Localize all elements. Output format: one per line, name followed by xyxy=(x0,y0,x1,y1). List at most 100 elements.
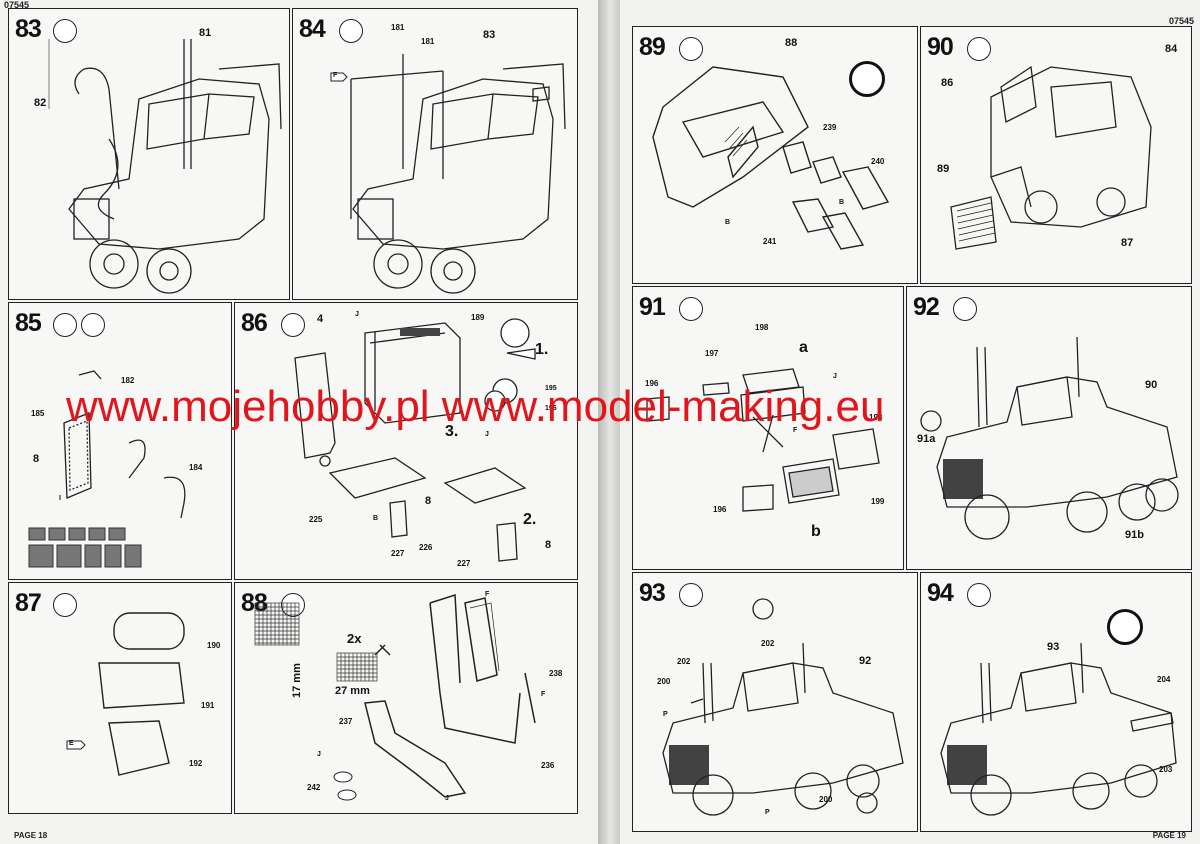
glue-icon xyxy=(53,313,77,337)
part-label: 197 xyxy=(705,349,719,358)
part-label: 87 xyxy=(1121,237,1134,249)
page-code-left: 07545 xyxy=(4,0,30,10)
glue-icon xyxy=(281,593,305,617)
part-label: 8 xyxy=(545,539,552,551)
part-label: 181 xyxy=(391,23,405,32)
step-91-panel: 91 198 197 196 198 196 199 a b J F xyxy=(632,286,904,570)
clock-icon xyxy=(1107,609,1143,645)
part-label: 202 xyxy=(761,639,775,648)
step-90-panel: 90 84 86 89 87 xyxy=(920,26,1192,284)
step-number: 86 xyxy=(241,309,268,337)
tag-label: P xyxy=(765,809,770,816)
glue-icon xyxy=(679,297,703,321)
part-label: 91a xyxy=(917,433,936,445)
part-label: 83 xyxy=(483,29,496,41)
assembled-truck-drawing xyxy=(920,336,1179,540)
sleeper-cab-drawing xyxy=(294,318,536,562)
paint-icon xyxy=(81,313,105,337)
part-label: 196 xyxy=(645,379,659,388)
tag-label: P xyxy=(663,711,668,718)
glue-icon xyxy=(953,297,977,321)
step-number: 93 xyxy=(639,579,666,607)
tag-label: B xyxy=(839,199,845,206)
part-label: 239 xyxy=(823,123,837,132)
page-code-right: 07545 xyxy=(1168,16,1194,26)
tag-label: J xyxy=(445,795,449,802)
tag-label: F xyxy=(793,427,798,434)
step-number: 90 xyxy=(927,33,954,61)
page-number-right: PAGE 19 xyxy=(1152,831,1186,840)
part-label: 93 xyxy=(1047,641,1060,653)
part-label: 236 xyxy=(541,761,555,770)
watermark-text: www.mojehobby.pl www.model-making.eu xyxy=(66,382,885,431)
part-label: 198 xyxy=(869,413,883,422)
tag-label: F xyxy=(541,691,546,698)
hood-parts-drawing xyxy=(652,66,890,250)
tag-label: B xyxy=(373,515,379,522)
part-label: 240 xyxy=(871,157,885,166)
step-number: 94 xyxy=(927,579,954,607)
step-85-panel: 85 182 185 8 184 I xyxy=(8,302,232,580)
tag-label: J xyxy=(485,431,489,438)
tag-label: J xyxy=(317,751,321,758)
glue-icon xyxy=(339,19,363,43)
part-label: 200 xyxy=(657,677,671,686)
glue-icon xyxy=(967,583,991,607)
part-label: 89 xyxy=(937,163,950,175)
part-label: 202 xyxy=(677,657,691,666)
step-number: 89 xyxy=(639,33,666,61)
part-label: 192 xyxy=(189,759,203,768)
multiplier-label: 2x xyxy=(347,631,362,646)
step-84-panel: 84 181 181 83 F xyxy=(292,8,578,300)
step-87-panel: 87 190 191 192 E xyxy=(8,582,232,814)
step-86-panel: 86 4 189 225 226 227 227 8 8 1. 2. 3. 19… xyxy=(234,302,578,580)
step-92-panel: 92 90 91a 91b xyxy=(906,286,1192,570)
step-93-panel: 93 202 202 92 200 200 P P xyxy=(632,572,918,832)
light-parts-drawing xyxy=(646,368,880,512)
part-label: 189 xyxy=(471,313,485,322)
clock-icon xyxy=(849,61,885,97)
part-label: 90 xyxy=(1145,379,1158,391)
mirror-parts-drawing xyxy=(28,370,186,568)
truck-front-drawing xyxy=(950,65,1152,250)
step-note: 2. xyxy=(523,511,537,528)
step-number: 85 xyxy=(15,309,42,337)
glue-icon xyxy=(53,593,77,617)
truck-exhaust-drawing xyxy=(662,598,904,816)
part-label: 225 xyxy=(309,515,323,524)
book-gutter xyxy=(598,0,620,844)
page-18: 07545 PAGE 18 83 81 82 84 18 xyxy=(0,0,598,844)
glue-icon xyxy=(53,19,77,43)
part-label: 196 xyxy=(713,505,727,514)
step-number: 84 xyxy=(299,15,326,43)
step-number: 91 xyxy=(639,293,666,321)
truck-engine-drawing xyxy=(48,39,282,294)
part-label: 198 xyxy=(755,323,769,332)
dimension-label: 27 mm xyxy=(335,685,370,697)
glue-icon xyxy=(679,583,703,607)
part-label: 86 xyxy=(941,77,954,89)
step-88-panel: 88 2x 17 mm 27 mm 238 237 236 242 xyxy=(234,582,578,814)
part-label: 227 xyxy=(391,549,405,558)
step-number: 92 xyxy=(913,293,940,321)
tag-label: B xyxy=(725,219,731,226)
glue-icon xyxy=(281,313,305,337)
tank-parts-drawing xyxy=(66,612,185,776)
part-label: 200 xyxy=(819,795,833,804)
part-label: 238 xyxy=(549,669,563,678)
step-number: 87 xyxy=(15,589,42,617)
part-label: 4 xyxy=(317,313,324,325)
tag-label: I xyxy=(59,495,61,502)
sub-step-label: a xyxy=(799,339,808,356)
part-label: 81 xyxy=(199,27,212,39)
step-note: 1. xyxy=(535,341,549,358)
part-label: 8 xyxy=(425,495,432,507)
part-label: 203 xyxy=(1159,765,1173,774)
tag-label: J xyxy=(833,373,837,380)
part-label: 182 xyxy=(121,376,135,385)
step-number: 83 xyxy=(15,15,42,43)
part-label: 92 xyxy=(859,655,872,667)
tag-label: E xyxy=(69,740,74,747)
part-label: 226 xyxy=(419,543,433,552)
part-label: 8 xyxy=(33,453,40,465)
